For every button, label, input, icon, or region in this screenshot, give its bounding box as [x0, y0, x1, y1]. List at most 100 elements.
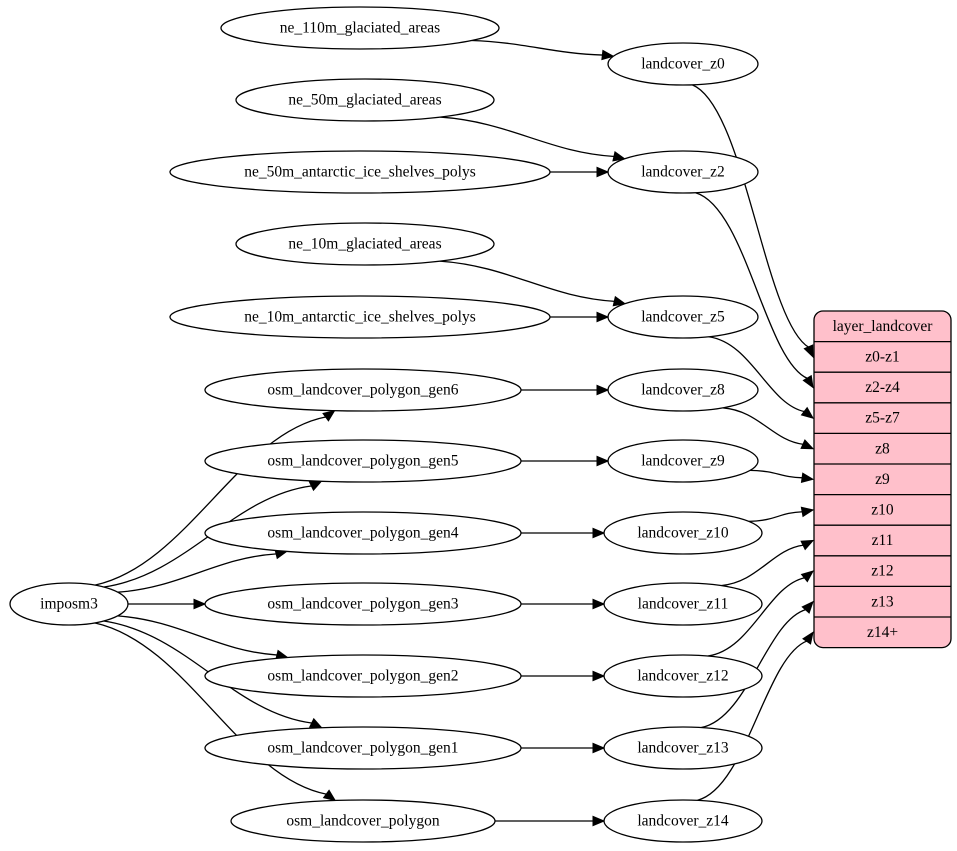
edge-path	[692, 84, 810, 348]
landcover-node-shape	[607, 150, 759, 194]
node-landcover_z13[interactable]: landcover_z13	[603, 726, 763, 770]
edge-path	[440, 116, 615, 158]
table-row-z9[interactable]: z9	[875, 471, 890, 488]
node-ne_50m_antarctic_ice_shelves_polys[interactable]: ne_50m_antarctic_ice_shelves_polys	[169, 150, 551, 194]
table-row-z8[interactable]: z8	[875, 440, 890, 457]
edge-imposm3-to-osm_landcover_polygon	[94, 622, 337, 802]
osm-node-shape	[230, 799, 496, 843]
edge-osm_landcover_polygon-to-landcover_z14	[495, 815, 606, 827]
node-landcover_z5[interactable]: landcover_z5	[607, 295, 759, 339]
table-row-label: z13	[871, 593, 894, 610]
node-osm_landcover_polygon_gen3[interactable]: osm_landcover_polygon_gen3	[204, 582, 522, 626]
node-landcover_z8[interactable]: landcover_z8	[607, 368, 759, 412]
node-landcover_z14[interactable]: landcover_z14	[603, 799, 763, 843]
layer-landcover-table[interactable]: layer_landcoverz0-z1z2-z4z5-z7z8z9z10z11…	[813, 310, 952, 649]
edge-path	[117, 615, 278, 656]
edge-arrow-icon	[800, 570, 815, 583]
edge-osm_landcover_polygon_gen3-to-landcover_z11	[521, 598, 606, 610]
landcover-node-shape	[607, 368, 759, 412]
edge-arrow-icon	[800, 472, 815, 483]
edge-arrow-icon	[800, 439, 815, 450]
node-ne_10m_glaciated_areas[interactable]: ne_10m_glaciated_areas	[235, 222, 495, 266]
node-label: landcover_z5	[641, 309, 725, 326]
edge-path	[697, 640, 808, 801]
table-row-z5-z7[interactable]: z5-z7	[865, 410, 900, 427]
edge-arrow-icon	[802, 374, 814, 389]
node-osm_landcover_polygon_gen1[interactable]: osm_landcover_polygon_gen1	[204, 726, 522, 770]
node-landcover_z12[interactable]: landcover_z12	[603, 654, 763, 698]
edge-arrow-icon	[803, 344, 814, 359]
edge-landcover_z0-to-layer_landcover:z0-z1	[692, 84, 814, 359]
table-row-label: z10	[871, 501, 894, 518]
edge-arrow-icon	[193, 598, 207, 610]
edge-imposm3-to-osm_landcover_polygon_gen3	[128, 598, 207, 610]
edge-path	[748, 511, 803, 523]
source-node-shape	[9, 582, 129, 626]
edge-osm_landcover_polygon_gen2-to-landcover_z12	[521, 670, 606, 682]
edge-arrow-icon	[592, 815, 606, 827]
node-osm_landcover_polygon_gen4[interactable]: osm_landcover_polygon_gen4	[204, 511, 522, 555]
node-label: landcover_z14	[637, 813, 728, 830]
table-row-z0-z1[interactable]: z0-z1	[865, 348, 899, 365]
edge-arrow-icon	[596, 455, 610, 467]
edge-osm_landcover_polygon_gen6-to-landcover_z8	[521, 384, 610, 396]
node-ne_50m_glaciated_areas[interactable]: ne_50m_glaciated_areas	[235, 78, 495, 122]
table-row-z10[interactable]: z10	[871, 501, 894, 518]
node-landcover_z9[interactable]: landcover_z9	[607, 439, 759, 483]
edge-arrow-icon	[800, 539, 815, 551]
table-row-z11[interactable]: z11	[872, 532, 894, 549]
table-row-label: z8	[875, 440, 890, 457]
node-label: landcover_z0	[641, 56, 725, 73]
edge-imposm3-to-osm_landcover_polygon_gen4	[117, 548, 289, 593]
edge-osm_landcover_polygon_gen5-to-landcover_z9	[521, 455, 610, 467]
table-row-label: z11	[872, 532, 894, 549]
node-landcover_z11[interactable]: landcover_z11	[603, 582, 763, 626]
table-row-z13[interactable]: z13	[871, 593, 894, 610]
node-label: osm_landcover_polygon_gen1	[267, 740, 458, 757]
edge-landcover_z8-to-layer_landcover:z8	[722, 407, 815, 450]
node-osm_landcover_polygon_gen6[interactable]: osm_landcover_polygon_gen6	[204, 368, 522, 412]
node-label: landcover_z9	[641, 453, 725, 470]
node-ne_10m_antarctic_ice_shelves_polys[interactable]: ne_10m_antarctic_ice_shelves_polys	[169, 295, 551, 339]
table-row-z14+[interactable]: z14+	[867, 624, 898, 641]
node-imposm3[interactable]: imposm3	[9, 582, 129, 626]
node-landcover_z0[interactable]: landcover_z0	[607, 42, 759, 86]
edge-imposm3-to-osm_landcover_polygon_gen6	[94, 409, 336, 586]
table-row-z12[interactable]: z12	[871, 563, 893, 580]
node-osm_landcover_polygon_gen5[interactable]: osm_landcover_polygon_gen5	[204, 439, 522, 483]
landcover-node-shape	[603, 582, 763, 626]
edge-landcover_z14-to-layer_landcover:z14+	[697, 631, 814, 801]
node-label: landcover_z2	[641, 164, 725, 181]
edge-arrow-icon	[801, 600, 814, 614]
edge-path	[94, 622, 327, 795]
node-osm_landcover_polygon_gen2[interactable]: osm_landcover_polygon_gen2	[204, 654, 522, 698]
osm-node-shape	[204, 368, 522, 412]
node-landcover_z10[interactable]: landcover_z10	[603, 511, 763, 555]
node-landcover_z2[interactable]: landcover_z2	[607, 150, 759, 194]
edge-osm_landcover_polygon_gen4-to-landcover_z10	[521, 527, 606, 539]
edge-imposm3-to-osm_landcover_polygon_gen2	[117, 615, 289, 661]
landcover-node-shape	[603, 654, 763, 698]
edge-arrow-icon	[596, 384, 610, 396]
edge-path	[720, 544, 804, 587]
natural-earth-node-shape	[169, 295, 551, 339]
edge-path	[750, 469, 803, 479]
landcover-node-shape	[607, 42, 759, 86]
node-label: osm_landcover_polygon_gen4	[267, 525, 458, 542]
edge-landcover_z10-to-layer_landcover:z10	[748, 506, 815, 523]
node-label: landcover_z11	[638, 596, 729, 613]
edge-arrow-icon	[800, 406, 815, 419]
node-ne_110m_glaciated_areas[interactable]: ne_110m_glaciated_areas	[220, 6, 500, 50]
table-outline	[813, 310, 952, 649]
edge-ne_50m_glaciated_areas-to-landcover_z2	[440, 116, 626, 162]
edge-landcover_z12-to-layer_landcover:z12	[707, 570, 815, 657]
table-row-z2-z4[interactable]: z2-z4	[865, 379, 900, 396]
edge-arrow-icon	[322, 789, 337, 802]
edge-osm_landcover_polygon_gen1-to-landcover_z13	[521, 742, 606, 754]
edge-ne_110m_glaciated_areas-to-landcover_z0	[471, 39, 615, 61]
edge-path	[695, 192, 808, 380]
table-row-label: z5-z7	[865, 410, 900, 427]
node-osm_landcover_polygon[interactable]: osm_landcover_polygon	[230, 799, 496, 843]
edge-arrow-icon	[802, 631, 814, 645]
